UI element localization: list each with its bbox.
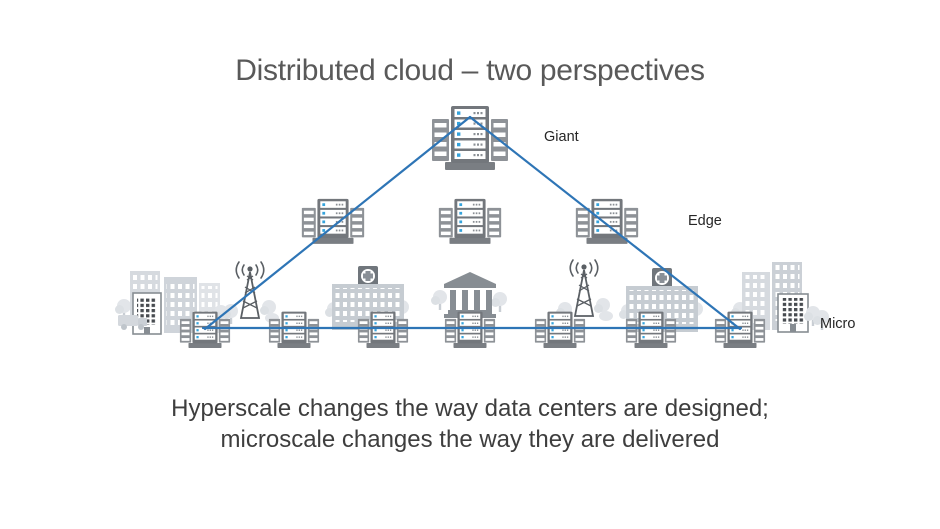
triangle-left-line [203, 115, 472, 331]
triangle-right-line [468, 115, 742, 331]
slide-title: Distributed cloud – two perspectives [235, 54, 705, 87]
tier-label-micro: Micro [820, 316, 856, 332]
edge-server-icon [301, 198, 365, 244]
bank-icon [431, 272, 507, 318]
caption-line-2: microscale changes the way they are deli… [220, 426, 720, 453]
edge-server-icon [575, 198, 639, 244]
micro-server-icon [534, 311, 586, 348]
tier-label-edge: Edge [688, 213, 722, 229]
tier-label-giant: Giant [544, 129, 579, 145]
caption-line-1: Hyperscale changes the way data centers … [171, 395, 769, 422]
edge-server-icon [438, 198, 502, 244]
slide-caption: Hyperscale changes the way data centers … [0, 393, 940, 455]
